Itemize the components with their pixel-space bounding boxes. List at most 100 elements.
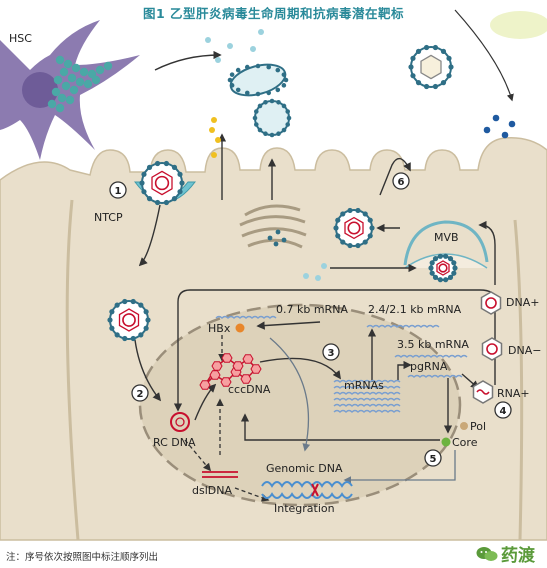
nucleosome xyxy=(211,361,223,371)
step-number: 6 xyxy=(398,177,405,188)
hsc-particle xyxy=(75,77,85,87)
arrow-hsc-out xyxy=(154,50,222,71)
hsc-particles xyxy=(47,55,113,113)
nucleosome xyxy=(209,370,221,380)
hsc-particle xyxy=(65,95,75,105)
label-mrna35: 3.5 kb mRNA xyxy=(397,338,469,351)
upper-right-cell xyxy=(490,11,547,39)
hsc-particle xyxy=(103,61,113,71)
virion xyxy=(408,44,454,90)
arrow-rc-to-ccc xyxy=(194,383,217,421)
hsc-particle xyxy=(53,75,63,85)
virions xyxy=(107,44,458,342)
label-hbx: HBx xyxy=(208,322,231,335)
arrow-ntcp-to-cyto xyxy=(138,204,161,267)
arrow-to-pgrna xyxy=(397,360,412,380)
wechat-icon xyxy=(476,546,498,561)
step-number: 2 xyxy=(137,389,144,400)
hsc-particle xyxy=(83,79,93,89)
label-mrnas: mRNAs xyxy=(344,379,384,392)
svp-dot xyxy=(303,273,309,279)
core-protein-icon xyxy=(441,437,451,447)
arrow-core-to-integration xyxy=(343,450,456,484)
step-markers: 1 2 3 4 5 6 xyxy=(109,172,512,467)
label-core: Core xyxy=(452,436,478,449)
svp-dot xyxy=(250,46,256,52)
step-marker-4: 4 xyxy=(494,401,512,419)
nucleus xyxy=(138,303,462,507)
label-rna-plus: RNA+ xyxy=(497,387,530,400)
virion xyxy=(428,253,458,283)
hsc-particle xyxy=(91,75,101,85)
step-number: 1 xyxy=(115,186,122,197)
pol-protein-icon xyxy=(460,422,468,430)
label-mrna24: 2.4/2.1 kb mRNA xyxy=(368,303,462,316)
virion xyxy=(333,207,375,249)
mrna-strands xyxy=(215,315,468,413)
hsc-particle xyxy=(79,67,89,77)
nucleosome xyxy=(240,374,252,384)
dsldna-icon xyxy=(202,471,238,478)
footnote: 注：序号依次按照图中标注顺序列出 xyxy=(6,552,159,563)
svp-dot xyxy=(321,263,327,269)
nucleocapsids xyxy=(472,291,503,404)
arrow-upper-right xyxy=(454,9,514,102)
capsid-rna-plus xyxy=(472,380,494,404)
label-mvb: MVB xyxy=(434,231,459,244)
hsc-particle xyxy=(57,93,67,103)
step-marker-3: 3 xyxy=(322,343,340,361)
label-cccdna: cccDNA xyxy=(228,383,271,396)
sub-viral-particles xyxy=(205,9,547,281)
yellow-dot xyxy=(215,137,221,143)
capsid-dna-plus xyxy=(480,291,502,315)
svp-dot xyxy=(215,57,221,63)
step-number: 5 xyxy=(430,454,437,465)
blue-dot xyxy=(501,131,509,139)
hsc-particle xyxy=(59,67,69,77)
label-hsc: HSC xyxy=(9,32,32,45)
step-marker-1: 1 xyxy=(109,181,127,199)
label-integration: Integration xyxy=(274,502,335,515)
arrow-secretion-right xyxy=(379,157,411,196)
arrow-cccdna-mrnas xyxy=(259,357,341,380)
nucleosome xyxy=(220,377,232,387)
nucleosome xyxy=(250,364,262,374)
step-marker-5: 5 xyxy=(424,449,442,467)
svp-dot xyxy=(227,43,233,49)
svp-dot xyxy=(205,37,211,43)
mvb xyxy=(403,220,489,266)
genomic-dna-helix xyxy=(261,481,353,499)
hsc-particle xyxy=(61,81,71,91)
hsc-particle xyxy=(55,55,65,65)
cell-boundary-left xyxy=(65,199,80,541)
label-rcdna: RC DNA xyxy=(153,436,196,449)
yellow-dot xyxy=(209,127,215,133)
hsc-particle xyxy=(67,73,77,83)
yellow-dot xyxy=(211,117,217,123)
hbx-protein-icon xyxy=(235,323,245,333)
blue-dot xyxy=(492,114,500,122)
label-pgrna: pgRNA xyxy=(410,360,448,373)
hsc-particle xyxy=(87,69,97,79)
golgi-apparatus xyxy=(239,204,307,249)
rcdna-icon xyxy=(170,412,190,432)
arrow-dsl-integration xyxy=(234,487,270,502)
label-dna-minus: DNA− xyxy=(508,344,541,357)
label-pol: Pol xyxy=(470,420,486,433)
logo-text: 药渡 xyxy=(501,546,535,566)
hsc-particle xyxy=(95,65,105,75)
virion xyxy=(139,160,185,206)
er-dot xyxy=(275,229,281,235)
label-genomic-dna: Genomic DNA xyxy=(266,462,343,475)
arrow-dna-to-mvb xyxy=(478,220,496,285)
arrow-hbx xyxy=(256,321,321,330)
nucleosome xyxy=(232,361,244,371)
hsc-nucleus xyxy=(22,72,58,108)
svp-dot xyxy=(315,275,321,281)
cccdna-minichromosome xyxy=(199,353,262,390)
step-number: 3 xyxy=(328,348,335,359)
label-ntcp: NTCP xyxy=(94,211,123,224)
er-dot xyxy=(267,235,273,241)
hsc-particle xyxy=(63,59,73,69)
